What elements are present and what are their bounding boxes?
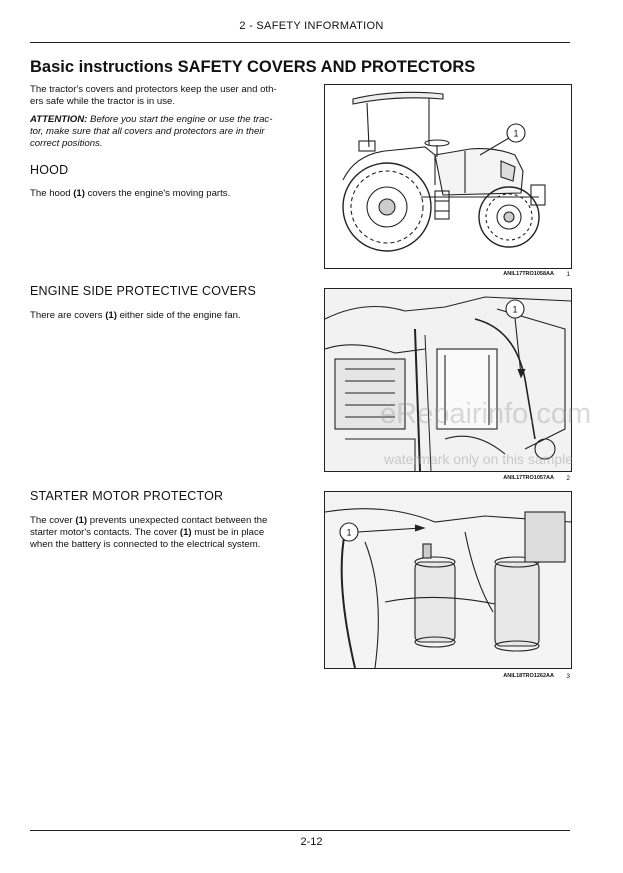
attention-paragraph: ATTENTION: Before you start the engine o… xyxy=(30,114,298,150)
intro-paragraph: The tractor's covers and protectors keep… xyxy=(30,84,298,108)
footer-rule xyxy=(30,830,570,831)
page-title: Basic instructions SAFETY COVERS AND PRO… xyxy=(30,58,476,76)
figure-number: 3 xyxy=(566,673,570,680)
attention-line-3: correct positions. xyxy=(30,138,103,149)
ref-1: (1) xyxy=(105,310,117,321)
running-header: 2 - SAFETY INFORMATION xyxy=(239,20,384,32)
section-heading-starter-motor: STARTER MOTOR PROTECTOR xyxy=(30,489,224,503)
watermark-text: eRepairinfo.com xyxy=(380,398,592,430)
figure-code: ANIL17TRO1058AA xyxy=(503,271,554,277)
page-number: 2-12 xyxy=(300,836,323,848)
figure-starter-motor: 1 xyxy=(324,491,572,669)
starter-motor-illustration: 1 xyxy=(325,492,571,668)
intro-line-1: The tractor's covers and protectors keep… xyxy=(30,84,277,95)
ref-1: (1) xyxy=(179,527,192,538)
figure-tractor: 1 xyxy=(324,84,572,269)
attention-line-2: tor, make sure that all covers and prote… xyxy=(30,126,265,137)
tractor-illustration: 1 xyxy=(342,91,546,252)
starter-paragraph: The cover (1) prevents unexpected contac… xyxy=(30,515,268,550)
figure-callout-1: 1 xyxy=(513,129,518,139)
figure-code: ANIL18TRO1262AA xyxy=(503,673,554,679)
section-heading-hood: HOOD xyxy=(30,163,69,177)
figure-code: ANIL17TRO1057AA xyxy=(503,475,554,481)
figure-number: 2 xyxy=(566,475,570,482)
engine-fan-illustration: 1 xyxy=(325,289,571,471)
ref-1: (1) xyxy=(75,515,88,526)
ref-1: (1) xyxy=(73,188,85,199)
hood-paragraph: The hood (1) covers the engine's moving … xyxy=(30,188,231,199)
intro-line-2: ers safe while the tractor is in use. xyxy=(30,96,176,107)
attention-label: ATTENTION: xyxy=(30,114,88,125)
header-rule xyxy=(30,42,570,43)
figure-callout-1: 1 xyxy=(512,305,517,315)
attention-line-1: Before you start the engine or use the t… xyxy=(87,114,273,125)
figure-number: 1 xyxy=(566,271,570,278)
engine-side-paragraph: There are covers (1) either side of the … xyxy=(30,310,241,321)
figure-callout-1: 1 xyxy=(346,528,351,538)
watermark-subtext: watermark only on this sample xyxy=(384,451,574,467)
section-heading-engine-side-covers: ENGINE SIDE PROTECTIVE COVERS xyxy=(30,284,256,298)
figure-engine-side-covers: 1 xyxy=(324,288,572,472)
